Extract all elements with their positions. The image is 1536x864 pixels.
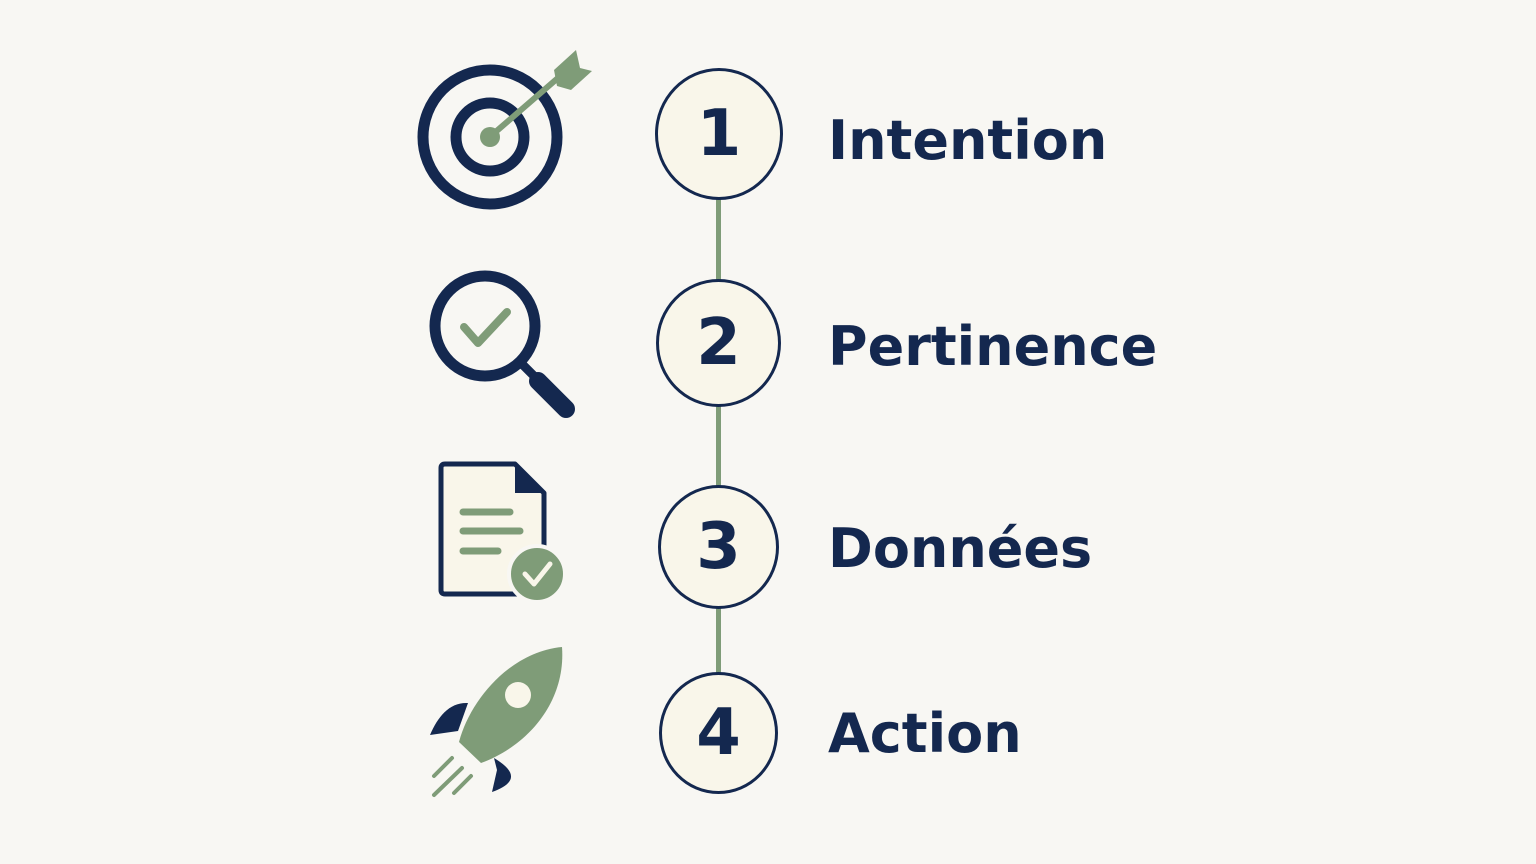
step-3-number: 3 [658, 485, 779, 609]
step-4-label: Action [828, 702, 1022, 765]
step-1-label: Intention [828, 109, 1108, 172]
connector-line-2-3 [716, 405, 721, 487]
step-3-label: Données [828, 517, 1093, 580]
rocket-icon [430, 647, 563, 797]
connector-line-1-2 [716, 198, 721, 282]
magnifier-check-icon [429, 270, 575, 418]
connector-line-3-4 [716, 606, 721, 674]
step-4-number: 4 [659, 672, 778, 794]
step-2-number: 2 [656, 279, 781, 407]
step-2-label: Pertinence [828, 315, 1158, 378]
document-check-icon [438, 461, 567, 604]
target-with-arrow-icon [417, 50, 592, 210]
step-1-number: 1 [655, 68, 783, 200]
